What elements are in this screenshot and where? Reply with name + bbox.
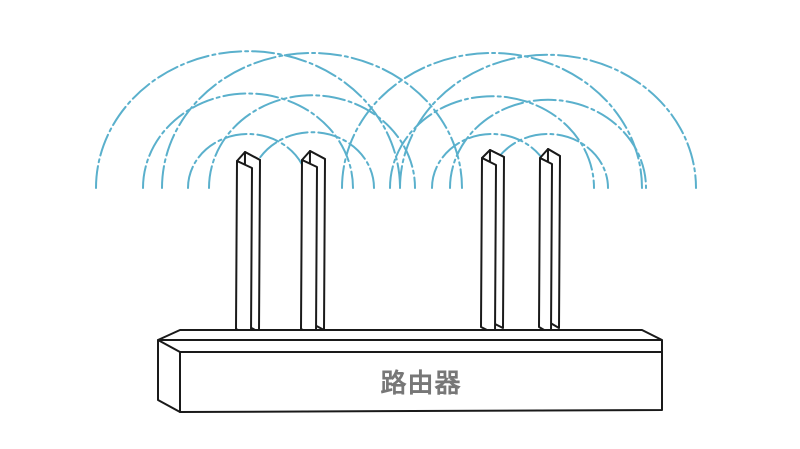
router-label: 路由器: [380, 368, 461, 399]
signal-arc-1-3: [95, 50, 401, 189]
antenna-group: [235, 148, 561, 337]
router-front-face: [179, 351, 663, 413]
signal-arc-3-3: [341, 52, 643, 189]
router-body: 路由器: [157, 329, 663, 413]
signal-arc-4-3: [399, 53, 697, 189]
antenna-3-front: [480, 157, 497, 335]
signal-arc-2-2: [208, 94, 416, 189]
antenna-4-front: [538, 157, 553, 335]
signal-arc-2-3: [161, 52, 463, 189]
signal-arc-3-2: [389, 95, 595, 189]
router-top-face: [157, 329, 663, 341]
antenna-4: [538, 148, 561, 335]
antenna-2-front: [300, 159, 318, 337]
signal-arc-4-2: [449, 98, 647, 189]
signal-arc-4-1: [487, 133, 609, 189]
signal-arc-1-2: [142, 92, 354, 189]
router-side-face: [157, 339, 181, 413]
antenna-2: [300, 150, 326, 337]
signal-waves: [95, 50, 697, 189]
antenna-3: [480, 149, 505, 335]
antenna-1: [235, 151, 261, 337]
antenna-1-front: [235, 160, 253, 337]
